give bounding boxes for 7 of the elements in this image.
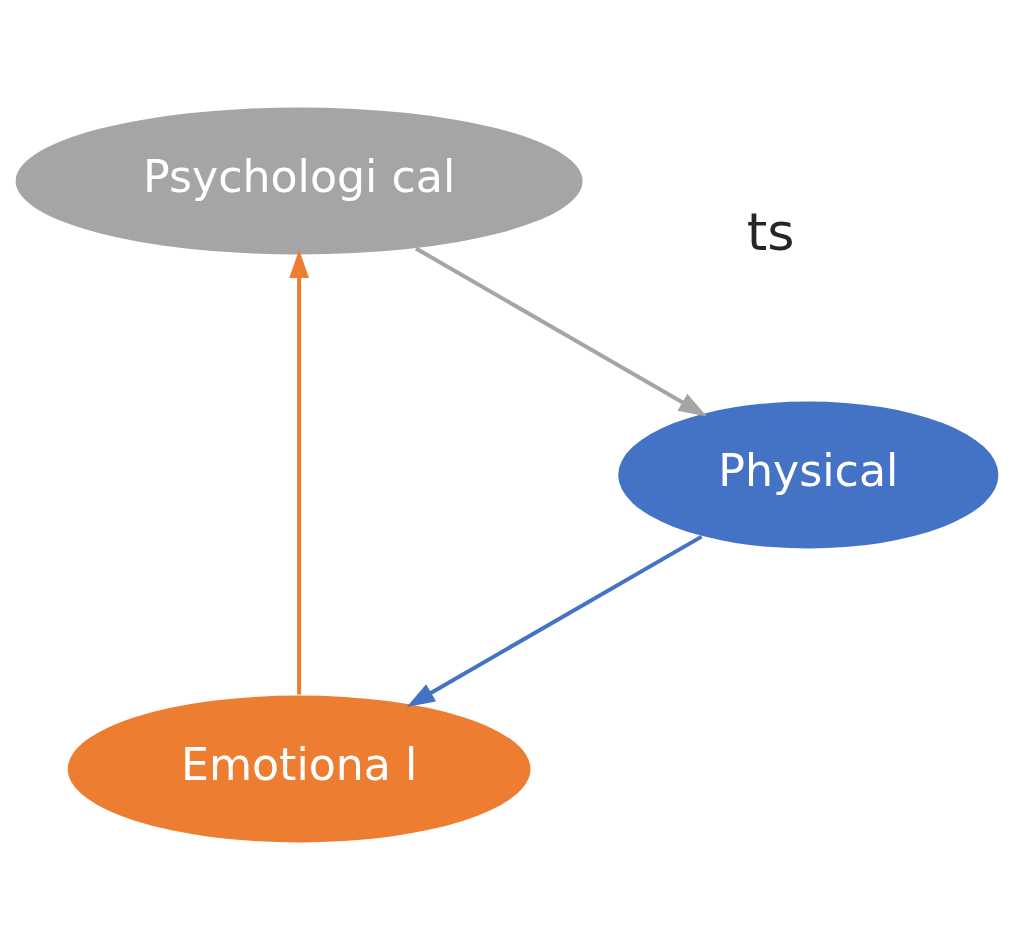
arrow: [414, 246, 707, 416]
node-ellipse: Psychologi cal: [15, 107, 583, 254]
node-ellipse: Emotiona l: [67, 695, 531, 842]
node-ellipse: Physical: [618, 401, 999, 548]
label: ts: [746, 200, 795, 262]
arrow: [289, 249, 309, 694]
arrow: [406, 534, 703, 707]
